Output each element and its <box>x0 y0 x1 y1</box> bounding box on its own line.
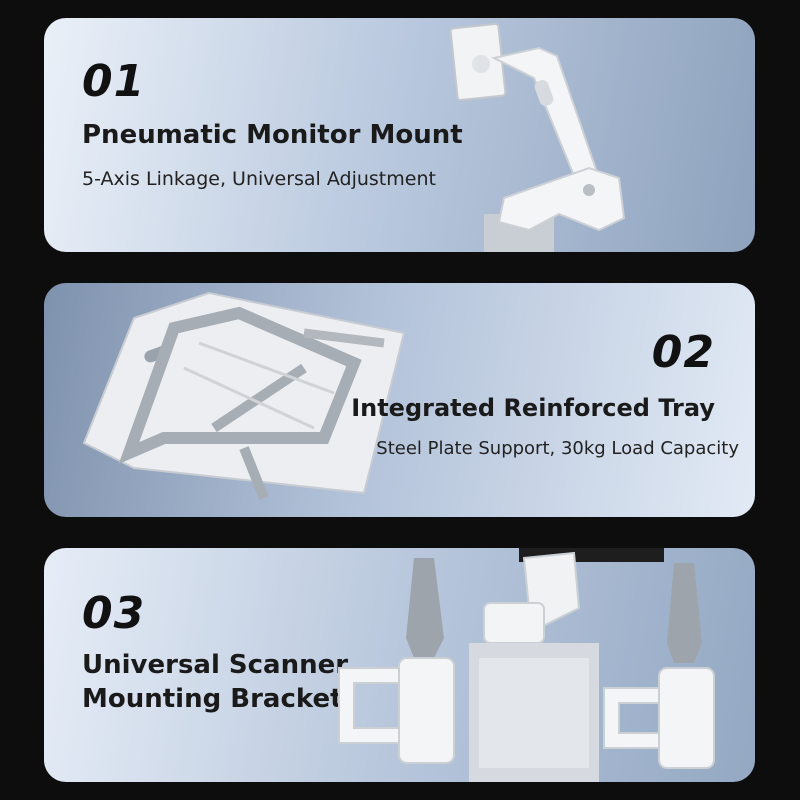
feature-number: 01 <box>82 56 146 107</box>
feature-card-monitor-mount: 01 Pneumatic Monitor Mount 5-Axis Linkag… <box>44 18 755 252</box>
monitor-arm-icon <box>449 22 626 252</box>
feature-title: Pneumatic Monitor Mount <box>82 120 463 150</box>
feature-card-scanner-bracket: 03 Universal Scanner Mounting Bracket <box>44 548 755 782</box>
scanner-bracket-icon <box>338 548 715 782</box>
feature-title: Integrated Reinforced Tray <box>351 394 715 422</box>
feature-subtitle: Steel Plate Support, 30kg Load Capacity <box>376 438 739 459</box>
feature-card-tray: 02 Integrated Reinforced Tray Steel Plat… <box>44 283 755 517</box>
feature-title: Universal Scanner Mounting Bracket <box>82 650 349 714</box>
tray-icon <box>82 291 406 500</box>
feature-number: 03 <box>82 588 146 639</box>
feature-number: 02 <box>651 327 715 378</box>
feature-subtitle: 5-Axis Linkage, Universal Adjustment <box>82 168 436 190</box>
